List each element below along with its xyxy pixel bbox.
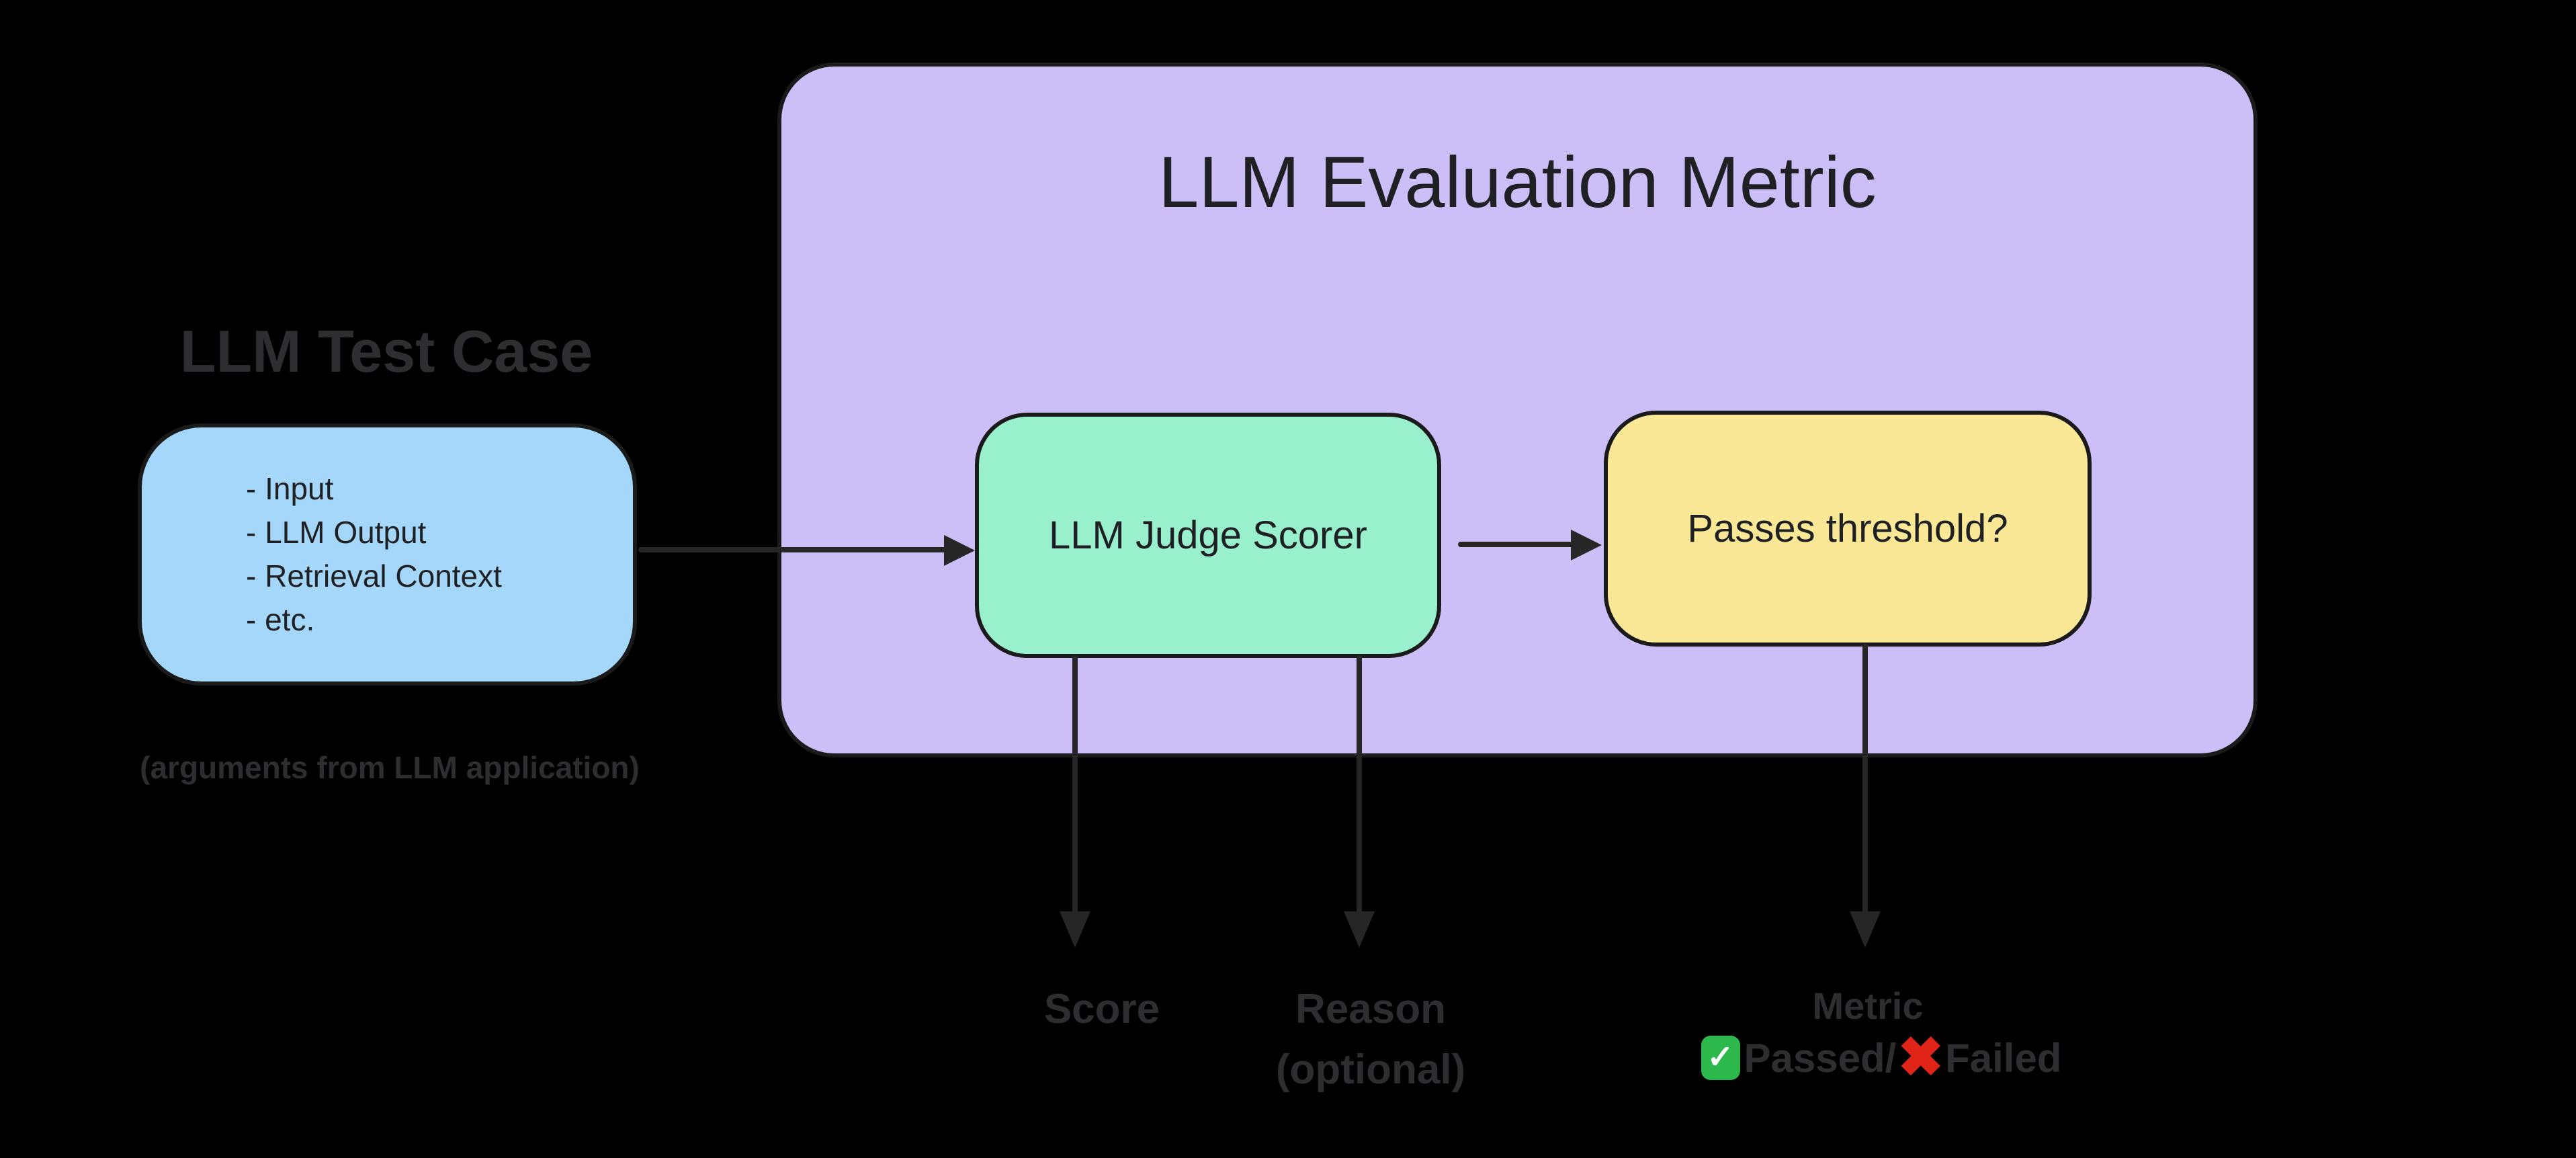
test-case-list: - Input - LLM Output - Retrieval Context… xyxy=(246,467,502,642)
threshold-box: Passes threshold? xyxy=(1604,411,2092,647)
test-case-item-etc: - etc. xyxy=(246,602,315,637)
arrow-shaft xyxy=(1862,644,1868,914)
score-label: Score xyxy=(1043,986,1160,1032)
threshold-label: Passes threshold? xyxy=(1687,507,2008,550)
judge-scorer-box: LLM Judge Scorer xyxy=(975,413,1441,658)
metric-label: Metric xyxy=(1812,985,1924,1027)
evaluation-metric-title: LLM Evaluation Metric xyxy=(1158,141,1877,222)
test-case-item-output: - LLM Output xyxy=(246,515,427,550)
test-case-caption: (arguments from LLM application) xyxy=(140,750,640,785)
passed-label: Passed/ xyxy=(1744,1035,1897,1081)
judge-scorer-label: LLM Judge Scorer xyxy=(1049,513,1367,557)
arrow-shaft xyxy=(1458,542,1576,547)
arrow-shaft xyxy=(1072,655,1078,914)
test-case-item-context: - Retrieval Context xyxy=(246,559,502,593)
arrow-shaft xyxy=(638,547,949,552)
arrowhead-down-icon xyxy=(1850,911,1881,948)
failed-label: Failed xyxy=(1945,1035,2062,1081)
arrowhead-right-icon xyxy=(944,535,975,566)
test-case-box: - Input - LLM Output - Retrieval Context… xyxy=(138,423,637,686)
arrowhead-down-icon xyxy=(1344,911,1375,948)
cross-mark-icon: ✖ xyxy=(1897,1027,1944,1088)
check-mark-icon: ✓ xyxy=(1701,1036,1740,1080)
arrowhead-down-icon xyxy=(1060,911,1090,948)
test-case-item-input: - Input xyxy=(246,471,334,506)
test-case-title: LLM Test Case xyxy=(179,318,593,384)
reason-label: Reason xyxy=(1295,986,1446,1032)
arrowhead-right-icon xyxy=(1571,530,1602,561)
metric-result-row: ✓ Passed/ ✖ Failed xyxy=(1693,1027,2069,1088)
reason-optional-note: (optional) xyxy=(1275,1046,1466,1093)
arrow-shaft xyxy=(1357,655,1362,914)
